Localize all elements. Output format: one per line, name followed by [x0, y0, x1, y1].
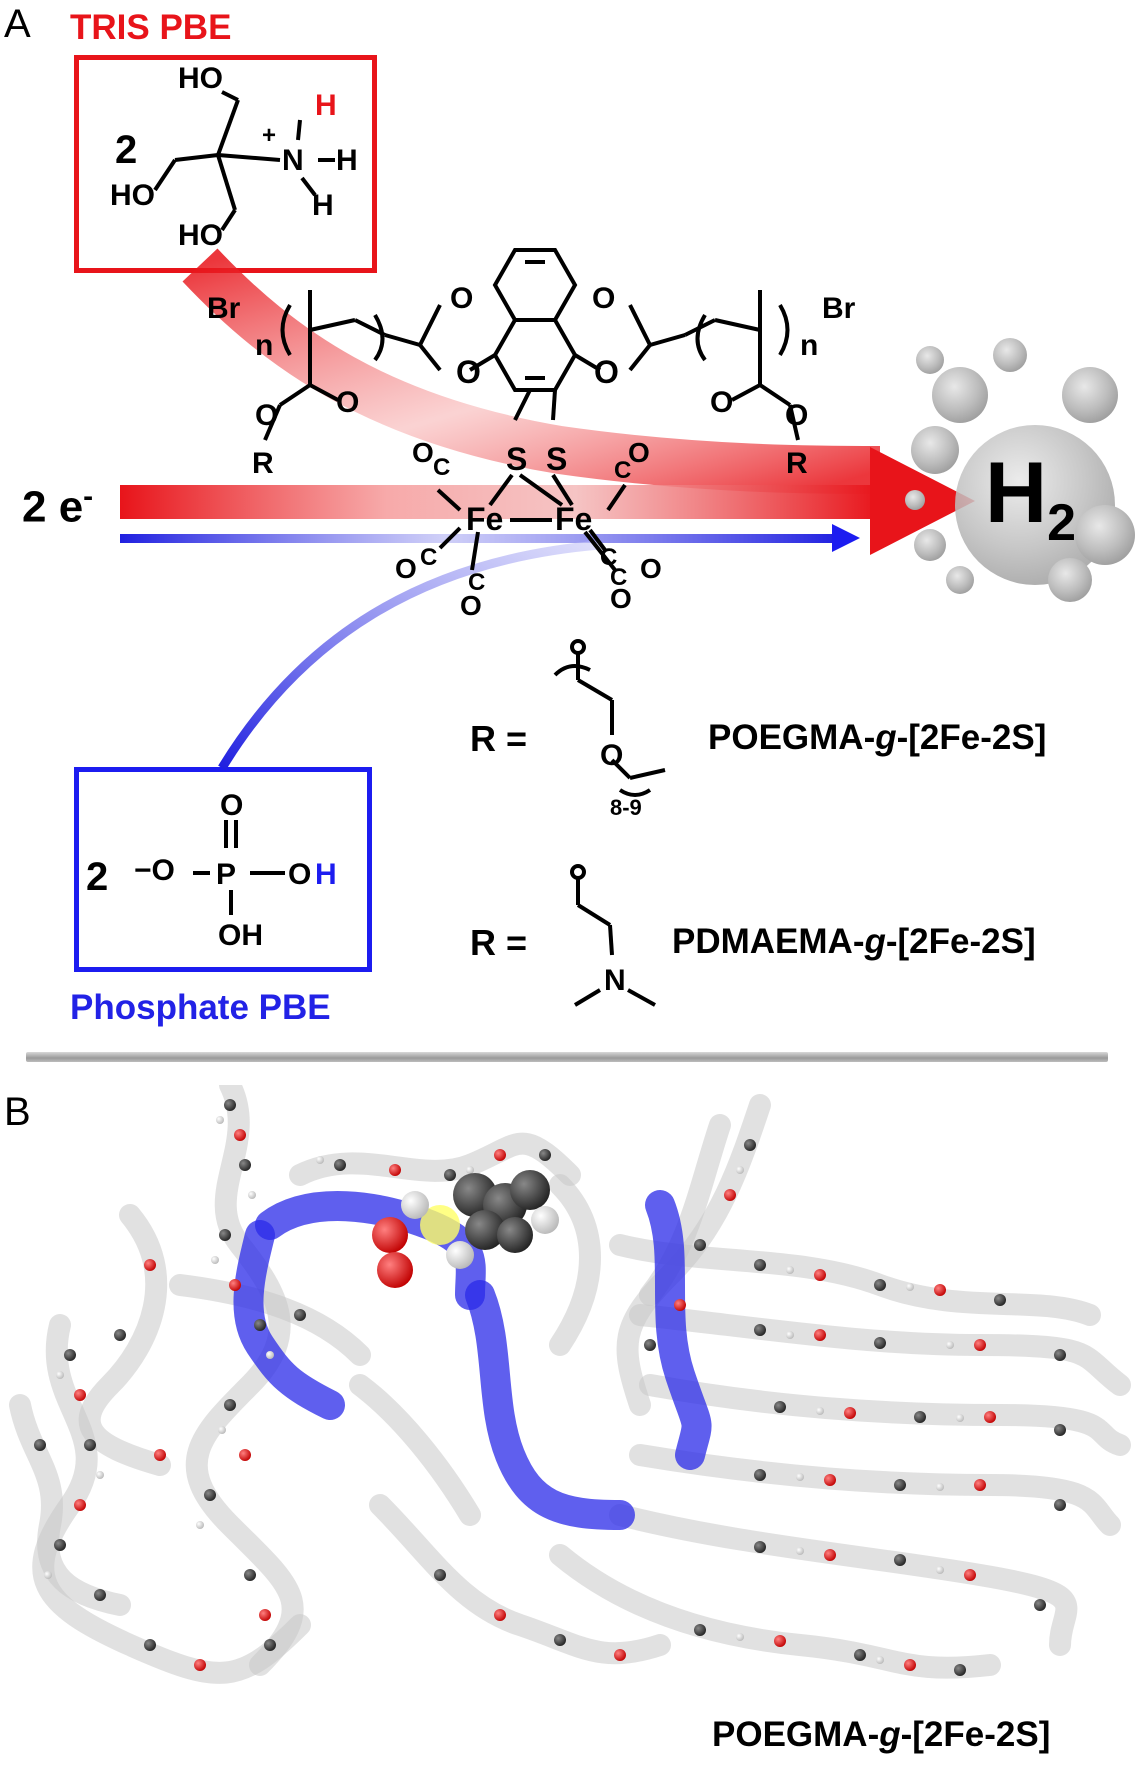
svg-text:Fe: Fe	[466, 501, 503, 537]
svg-text:HO: HO	[178, 62, 223, 95]
svg-text:H: H	[312, 189, 334, 222]
h2-product: H2	[985, 450, 1076, 549]
naphthalene-core	[468, 248, 602, 392]
svg-text:O: O	[460, 590, 482, 621]
svg-text:O: O	[640, 553, 662, 584]
svg-text:C: C	[420, 544, 437, 571]
svg-text:R: R	[786, 447, 808, 480]
svg-text:O: O	[288, 858, 311, 891]
molecular-model	[9, 1085, 1131, 1684]
polymer-1-prefix: POEGMA-	[708, 718, 876, 757]
svg-text:H: H	[315, 89, 337, 122]
svg-text:H: H	[336, 144, 358, 177]
svg-text:O: O	[594, 354, 619, 390]
r-group-pdmaema	[570, 864, 656, 1007]
svg-text:O: O	[785, 399, 808, 432]
svg-text:C: C	[614, 457, 631, 484]
h2-symbol: H	[985, 445, 1048, 541]
svg-text:O: O	[710, 386, 733, 419]
phosphate-pbe-label: Phosphate PBE	[70, 988, 331, 1027]
repeat-range: 8-9	[610, 795, 642, 820]
svg-text:n: n	[800, 329, 818, 362]
svg-text:O: O	[456, 354, 481, 390]
svg-text:C: C	[468, 569, 485, 596]
left-polymer-arm	[263, 290, 442, 441]
svg-text:HO: HO	[110, 179, 155, 212]
blue-arrowhead	[832, 524, 860, 552]
h2-subscript: 2	[1047, 494, 1077, 552]
polymer-1-label: POEGMA-g-[2Fe-2S]	[708, 718, 1046, 758]
blue-electron-arrow	[120, 534, 840, 543]
electrons-charge: -	[83, 480, 94, 513]
phosphate-curve-arrow	[218, 540, 601, 771]
electrons-label: 2 e-	[22, 480, 93, 533]
svg-text:N: N	[604, 964, 626, 997]
tris-structure	[153, 90, 335, 232]
svg-text:−O: −O	[134, 854, 175, 887]
polymer-2-italic: g	[864, 922, 886, 961]
svg-text:N: N	[282, 144, 304, 177]
svg-text:O: O	[628, 437, 650, 468]
panel-b-letter: B	[4, 1090, 31, 1134]
phosphate-box	[74, 767, 372, 972]
svg-text:HO: HO	[178, 219, 223, 252]
svg-text:S: S	[546, 441, 567, 477]
svg-text:O: O	[610, 583, 632, 614]
svg-text:O: O	[395, 553, 417, 584]
svg-text:O: O	[450, 282, 473, 315]
phosphate-coefficient: 2	[86, 855, 109, 899]
polymer-2-label: PDMAEMA-g-[2Fe-2S]	[672, 922, 1036, 962]
svg-text:Br: Br	[822, 292, 856, 325]
svg-text:O: O	[600, 739, 623, 772]
chain-envelopes	[9, 1085, 1131, 1684]
h2-bubbles	[905, 338, 1135, 602]
svg-text:OH: OH	[218, 919, 263, 952]
svg-text:n: n	[255, 329, 273, 362]
svg-text:O: O	[220, 789, 243, 822]
svg-text:O: O	[336, 386, 359, 419]
polymer-1-suffix: -[2Fe-2S]	[896, 718, 1047, 757]
svg-text:Br: Br	[207, 292, 241, 325]
r-equals-1: R =	[470, 718, 528, 759]
svg-text:C: C	[433, 454, 450, 481]
svg-text:+: +	[262, 122, 276, 149]
svg-text:P: P	[216, 858, 236, 891]
polymer-2-prefix: PDMAEMA-	[672, 922, 865, 961]
polymer-2-suffix: -[2Fe-2S]	[885, 922, 1036, 961]
panel-b-caption: POEGMA-g-[2Fe-2S]	[712, 1715, 1050, 1755]
svg-text:O: O	[592, 282, 615, 315]
caption-prefix: POEGMA-	[712, 1715, 880, 1754]
polymer-1-italic: g	[875, 718, 897, 757]
tris-atoms: HO HO HO N + H H H	[110, 62, 358, 252]
reaction-scheme: HO HO HO N + H H H O O S S Fe Fe O C C O…	[110, 62, 1135, 1007]
phosphate-structure	[193, 820, 285, 915]
fe-s-core	[372, 1170, 559, 1288]
right-polymer-arm	[628, 290, 800, 441]
caption-italic: g	[879, 1715, 901, 1754]
atoms	[34, 1099, 1066, 1676]
tris-curve-arrow	[182, 248, 881, 494]
svg-text:Fe: Fe	[555, 501, 592, 537]
caption-suffix: -[2Fe-2S]	[900, 1715, 1051, 1754]
svg-text:O: O	[412, 437, 434, 468]
electrons-text: 2 e	[22, 482, 84, 532]
r-group-poegma	[553, 639, 666, 797]
tris-pbe-label: TRIS PBE	[70, 8, 232, 47]
svg-text:H: H	[315, 858, 337, 891]
svg-text:C: C	[610, 564, 627, 591]
svg-text:O: O	[255, 399, 278, 432]
tris-coefficient: 2	[115, 128, 138, 172]
svg-text:S: S	[506, 441, 527, 477]
svg-text:R: R	[252, 447, 274, 480]
panel-a-letter: A	[4, 2, 31, 46]
r-equals-2: R =	[470, 922, 528, 963]
panel-divider	[26, 1052, 1108, 1062]
